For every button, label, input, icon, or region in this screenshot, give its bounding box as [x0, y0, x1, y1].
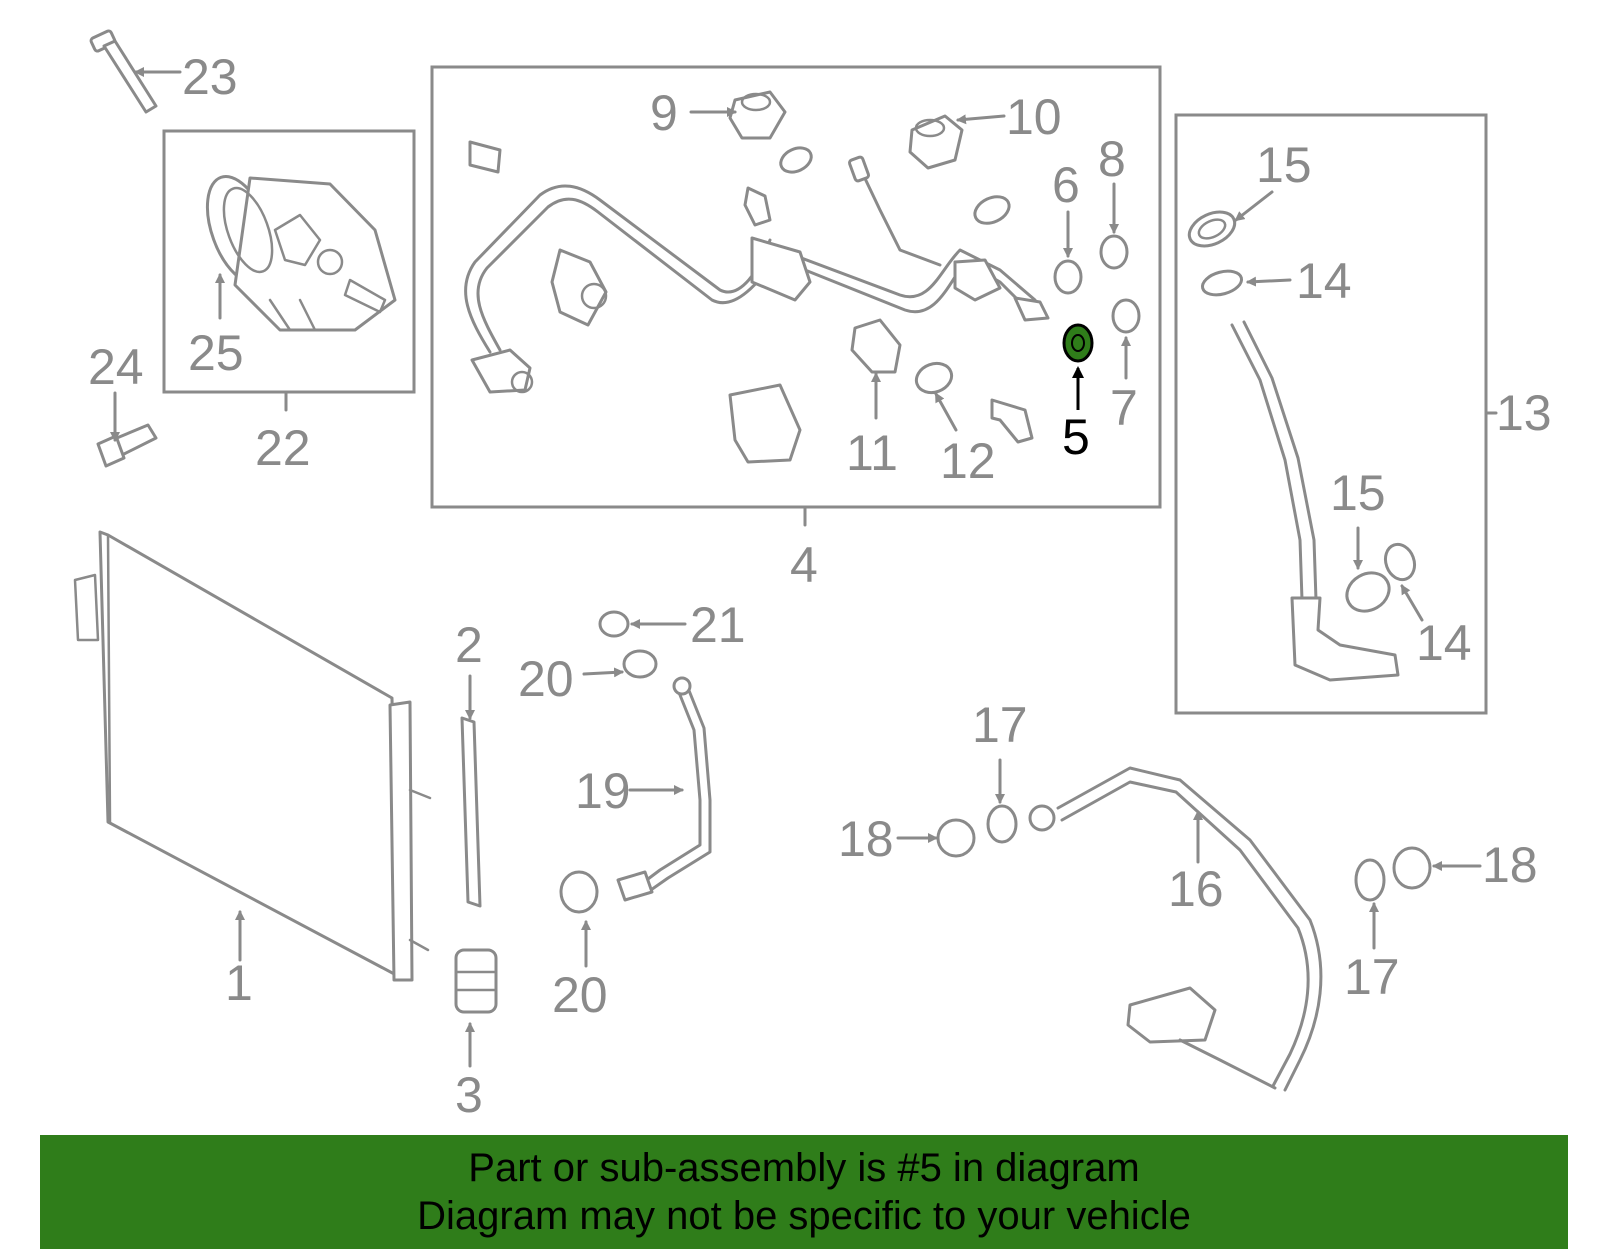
- line-assembly-4: [464, 140, 1050, 394]
- callout-7: 7: [1110, 380, 1138, 436]
- o-ring-a: [973, 195, 1011, 225]
- valve-stem: [743, 186, 772, 227]
- condenser-1: [73, 530, 432, 982]
- callout-19: 19: [575, 763, 631, 819]
- banner-line-2: Diagram may not be specific to your vehi…: [417, 1194, 1191, 1238]
- switch-11: [850, 318, 902, 374]
- callout-18-right: 18: [1482, 837, 1538, 893]
- mount-block: [728, 383, 802, 464]
- o-ring-8: [1099, 234, 1129, 270]
- callout-13: 13: [1496, 385, 1552, 441]
- callout-17-top: 17: [972, 697, 1028, 753]
- bolt-23: [89, 29, 158, 114]
- o-ring-20-top: [622, 649, 658, 679]
- callout-2: 2: [455, 617, 483, 673]
- o-ring-9: [779, 146, 813, 174]
- callout-9: 9: [650, 85, 678, 141]
- callout-14-bottom: 14: [1416, 615, 1472, 671]
- callout-15-top: 15: [1256, 137, 1312, 193]
- callout-15-bottom: 15: [1330, 465, 1386, 521]
- leader-lines: [110, 67, 1498, 1068]
- o-ring-12: [914, 361, 954, 395]
- callout-17-bottom: 17: [1344, 949, 1400, 1005]
- callout-labels: 23 25 24 22 4 9 10 6 8 7 5 11 12 13 15 1…: [88, 49, 1552, 1123]
- callout-6: 6: [1052, 157, 1080, 213]
- compressor-box: [162, 129, 416, 394]
- seal-strip-2: [460, 716, 482, 908]
- hose-16: [1028, 766, 1323, 1092]
- callout-22: 22: [255, 420, 311, 476]
- ring-18-left: [936, 818, 976, 858]
- callout-12: 12: [940, 433, 996, 489]
- o-ring-7: [1111, 298, 1141, 334]
- callout-1: 1: [225, 955, 253, 1011]
- o-ring-6: [1053, 259, 1083, 295]
- compressor-25: [205, 175, 397, 332]
- fitting-9: [728, 90, 787, 140]
- callout-16: 16: [1168, 861, 1224, 917]
- o-ring-20-bottom: [559, 870, 599, 914]
- callout-24: 24: [88, 339, 144, 395]
- callout-20-bottom: 20: [552, 967, 608, 1023]
- bracket: [990, 398, 1034, 444]
- line-assembly-box: [430, 65, 1162, 509]
- hose-13: [1187, 210, 1417, 682]
- o-ring-17-right: [1354, 858, 1386, 902]
- callout-20-top: 20: [518, 651, 574, 707]
- fitting-10: [908, 114, 964, 170]
- callout-14-top: 14: [1296, 253, 1352, 309]
- banner-line-1: Part or sub-assembly is #5 in diagram: [468, 1146, 1140, 1190]
- sensor-wire: [848, 155, 942, 267]
- ring-18-right: [1392, 846, 1432, 890]
- callout-23: 23: [182, 49, 238, 105]
- o-ring-17-left: [986, 804, 1018, 844]
- bolt-24: [96, 423, 158, 468]
- callout-21: 21: [690, 597, 746, 653]
- callout-8: 8: [1098, 131, 1126, 187]
- drier-3: [454, 948, 498, 1014]
- o-ring-5-highlighted: [1062, 323, 1094, 363]
- line-19: [616, 676, 712, 902]
- callout-3: 3: [455, 1067, 483, 1123]
- callout-25: 25: [188, 325, 244, 381]
- callout-5: 5: [1062, 409, 1090, 465]
- info-banner: Part or sub-assembly is #5 in diagram Di…: [40, 1135, 1568, 1249]
- callout-10: 10: [1006, 89, 1062, 145]
- cap-21: [598, 610, 630, 638]
- callout-4: 4: [790, 537, 818, 593]
- callout-11: 11: [846, 425, 898, 481]
- callout-18-left: 18: [838, 811, 894, 867]
